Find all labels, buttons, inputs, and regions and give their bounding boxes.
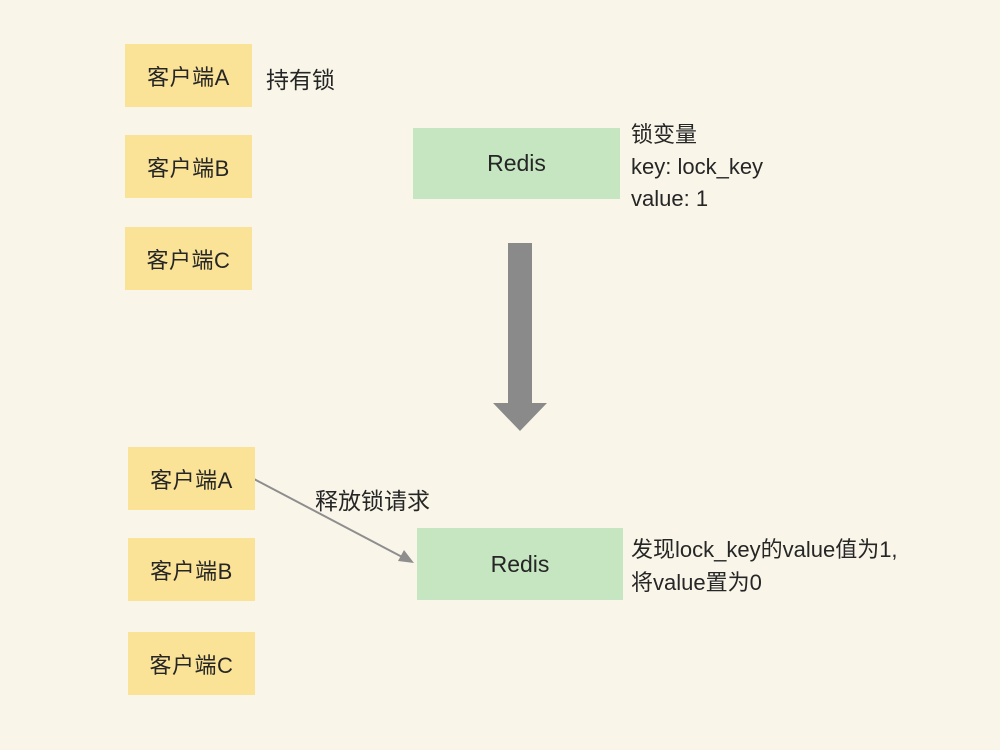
bottom-redis-box: Redis: [417, 528, 623, 600]
holder-label: 持有锁: [266, 67, 335, 93]
release-result-line2: 将value置为0: [631, 570, 762, 595]
bottom-client-a-box: 客户端A: [128, 447, 255, 510]
top-client-a-box: 客户端A: [125, 44, 252, 107]
bottom-client-b-label: 客户端B: [150, 558, 233, 584]
release-request-arrowhead-icon: [398, 550, 414, 563]
top-client-b-box: 客户端B: [125, 135, 252, 198]
bottom-client-a-label: 客户端A: [150, 467, 233, 493]
lock-variable-key: key: lock_key: [631, 154, 764, 179]
lock-variable-value: value: 1: [631, 186, 709, 211]
top-client-c-label: 客户端C: [146, 247, 231, 273]
release-result-line1: 发现lock_key的value值为1,: [631, 537, 898, 562]
release-result-info: 发现lock_key的value值为1, 将value置为0: [631, 533, 898, 599]
top-client-a-label: 客户端A: [147, 64, 230, 90]
top-client-c-box: 客户端C: [125, 227, 252, 290]
down-arrow-icon: [493, 243, 547, 431]
lock-variable-title: 锁变量: [631, 122, 698, 147]
release-request-label: 释放锁请求: [315, 488, 430, 514]
bottom-client-b-box: 客户端B: [128, 538, 255, 601]
bottom-client-c-label: 客户端C: [149, 652, 234, 678]
top-client-b-label: 客户端B: [147, 155, 230, 181]
bottom-client-c-box: 客户端C: [128, 632, 255, 695]
top-redis-box: Redis: [413, 128, 620, 199]
top-redis-label: Redis: [487, 150, 546, 176]
lock-variable-info: 锁变量 key: lock_key value: 1: [631, 119, 763, 215]
bottom-redis-label: Redis: [490, 550, 550, 577]
